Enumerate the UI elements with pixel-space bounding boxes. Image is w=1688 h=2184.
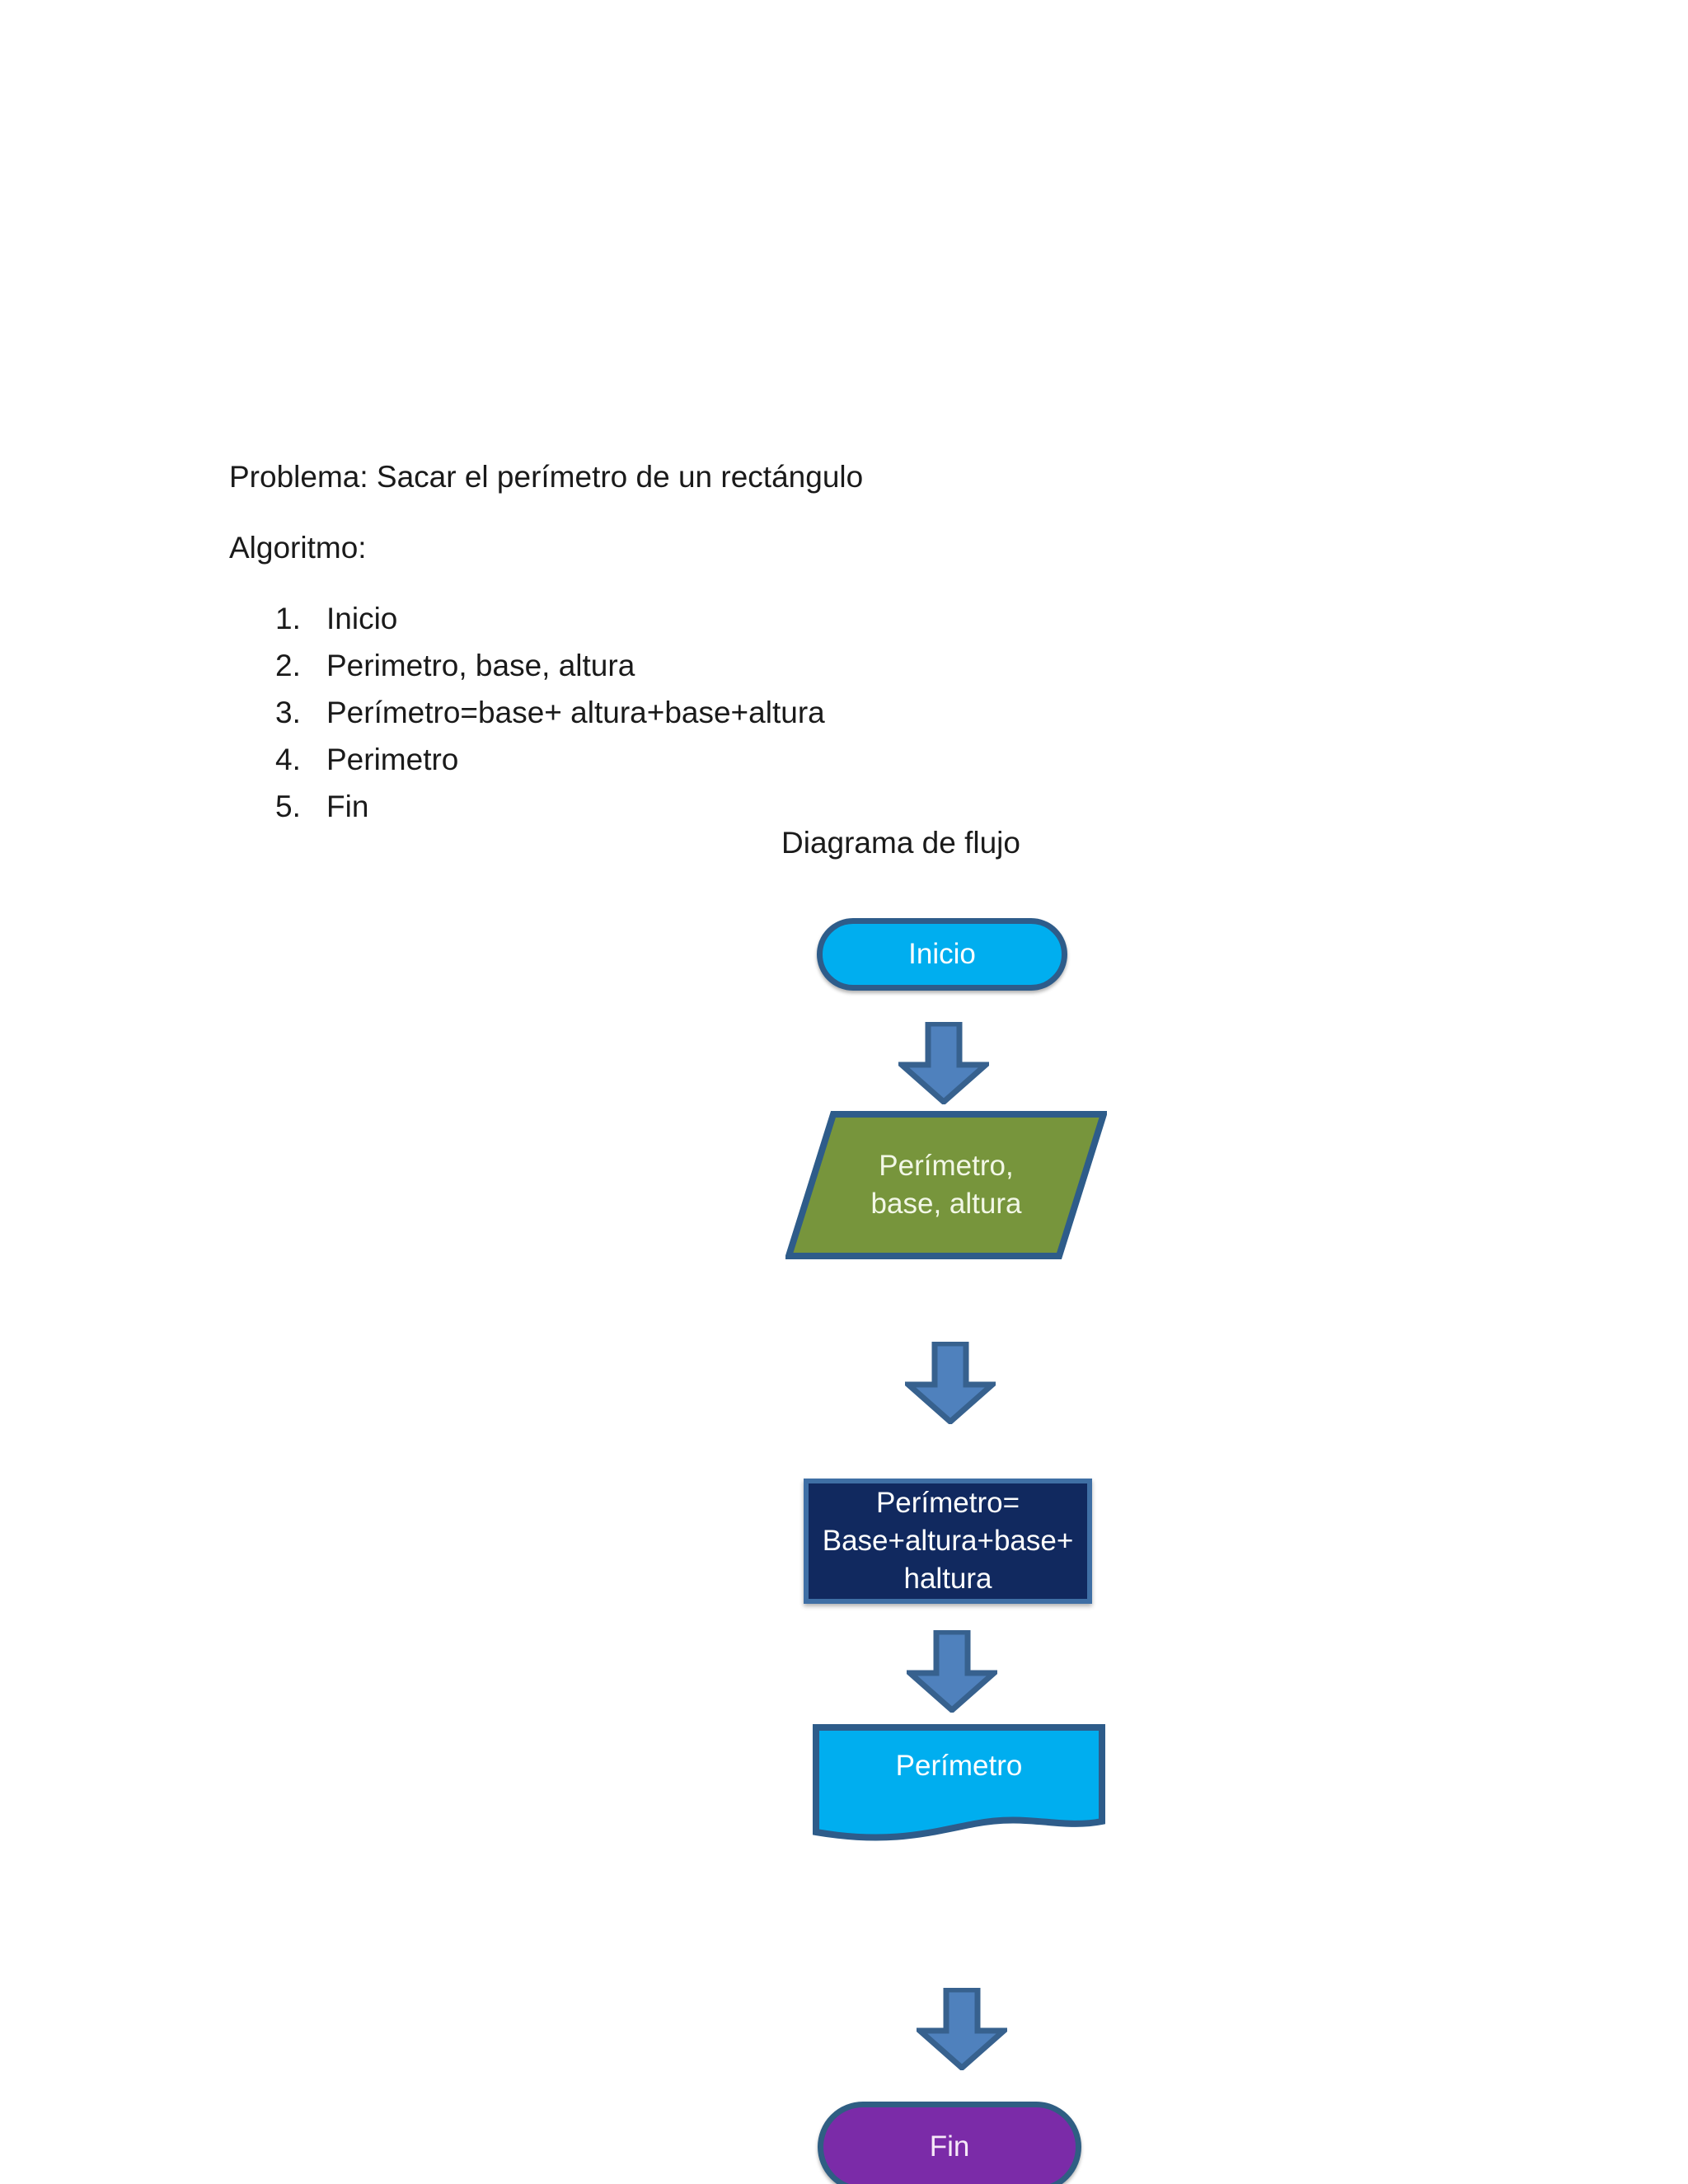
flow-node-calculo[interactable]: Perímetro= Base+altura+base+ haltura [804, 1479, 1092, 1604]
list-item-number: 3. [275, 696, 301, 729]
list-item: 4. Perimetro [229, 744, 1218, 775]
flow-node-inicio[interactable]: Inicio [817, 918, 1067, 991]
flow-node-calculo-label: Perímetro= Base+altura+base+ haltura [808, 1484, 1089, 1599]
list-item: 3. Perímetro=base+ altura+base+altura [229, 697, 1218, 728]
list-item-label: Inicio [326, 602, 398, 635]
arrow-down-icon-4 [917, 1988, 1007, 2070]
list-item-label: Fin [326, 790, 369, 823]
flow-node-inicio-label: Inicio [908, 937, 976, 970]
calculo-line-2: Base+altura+base+ [822, 1524, 1074, 1557]
flowchart-title: Diagrama de flujo [781, 826, 1020, 860]
list-item: 5. Fin [229, 791, 1218, 822]
arrow-down-icon-2 [905, 1342, 996, 1424]
flow-node-salida[interactable]: Perímetro [813, 1724, 1105, 1846]
calculo-line-3: haltura [903, 1563, 992, 1596]
algorithm-heading: Algoritmo: [229, 531, 367, 565]
flow-node-fin-label: Fin [929, 2130, 970, 2163]
problem-statement: Problema: Sacar el perímetro de un rectá… [229, 460, 864, 494]
algorithm-steps-list: 1. Inicio 2. Perimetro, base, altura 3. … [229, 603, 1218, 822]
list-item-number: 5. [275, 790, 301, 823]
flow-node-fin[interactable]: Fin [818, 2102, 1081, 2184]
list-item-label: Perímetro=base+ altura+base+altura [326, 696, 825, 729]
list-item-label: Perimetro [326, 743, 459, 776]
list-item: 1. Inicio [229, 603, 1218, 634]
arrow-down-icon-1 [898, 1022, 989, 1104]
calculo-line-1: Perímetro= [875, 1486, 1020, 1519]
arrow-down-icon-3 [907, 1630, 997, 1713]
algorithm-text-block: Problema: Sacar el perímetro de un rectá… [229, 462, 1218, 838]
list-item-number: 4. [275, 743, 301, 776]
list-item-number: 2. [275, 649, 301, 682]
list-item-number: 1. [275, 602, 301, 635]
list-item: 2. Perimetro, base, altura [229, 650, 1218, 681]
list-item-label: Perimetro, base, altura [326, 649, 635, 682]
flow-node-entrada[interactable]: Perímetro,base, altura [785, 1111, 1107, 1259]
